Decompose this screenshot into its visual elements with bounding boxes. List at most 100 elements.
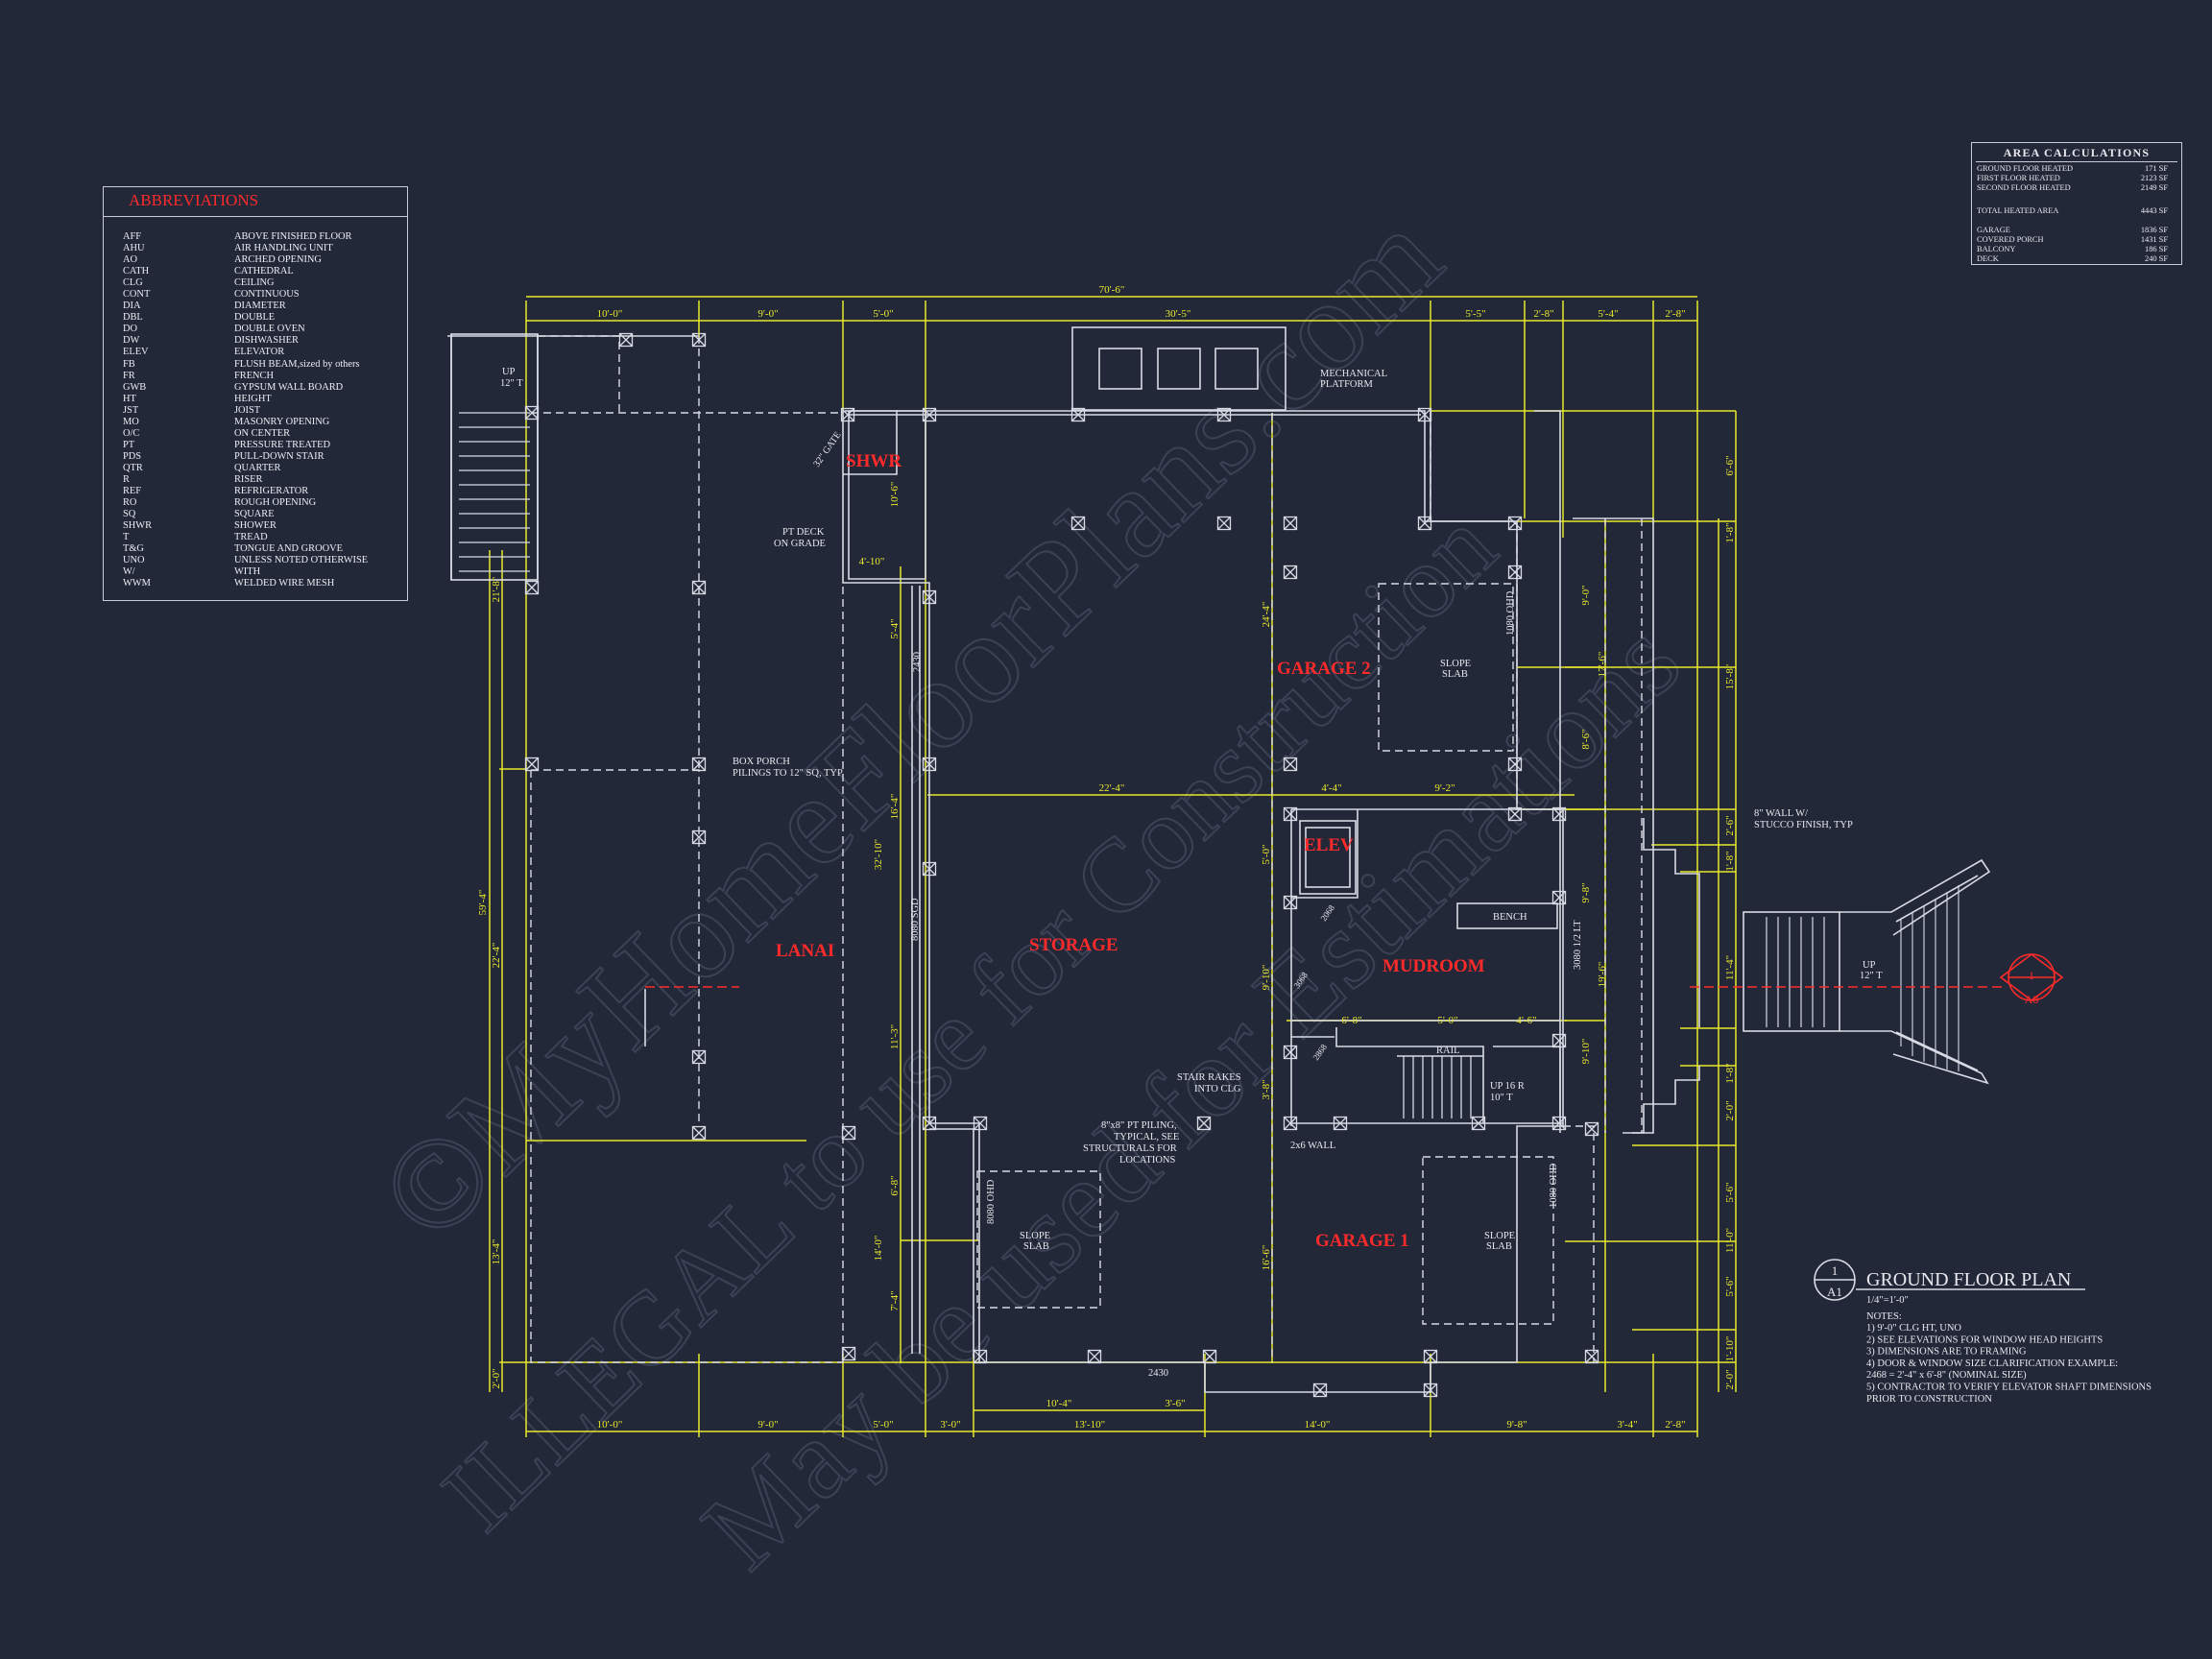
dimension-label: 1'-8"	[1724, 1063, 1736, 1083]
abbreviation-meaning: WITH	[234, 566, 261, 578]
abbreviation-code: QTR	[123, 462, 143, 473]
plan-note: 5) CONTRACTOR TO VERIFY ELEVATOR SHAFT D…	[1866, 1382, 2152, 1393]
abbreviation-code: PDS	[123, 450, 142, 462]
abbreviation-meaning: DIAMETER	[234, 301, 286, 312]
piling-symbol	[691, 1049, 707, 1065]
abbreviation-code: AFF	[123, 231, 142, 242]
plan-note: 2468 = 2'-4" x 6'-8" (NOMINAL SIZE)	[1866, 1370, 2027, 1381]
abbreviation-meaning: DOUBLE OVEN	[234, 324, 305, 335]
label-piling-1: 8"x8" PT PILING,	[1101, 1120, 1177, 1131]
abbreviation-row: DIA DIAMETER	[123, 301, 368, 312]
plan-title-block: 1 A1 GROUND FLOOR PLAN 1/4"=1'-0" NOTES:…	[1827, 1263, 2152, 1405]
abbreviation-code: FB	[123, 358, 135, 370]
abbreviation-meaning: RISER	[234, 473, 263, 485]
plan-scale: 1/4"=1'-0"	[1866, 1295, 1909, 1306]
label-slope-storage: SLOPE	[1020, 1231, 1050, 1241]
dimension-label: 22'-4"	[1099, 782, 1125, 794]
piling-symbol	[1551, 890, 1567, 905]
dimension-label: 5'-6"	[1724, 1276, 1736, 1296]
piling-symbol	[840, 407, 855, 422]
area-label: TOTAL HEATED AREA	[1977, 206, 2059, 215]
piling-symbol	[1507, 806, 1523, 822]
dimension-label: 14'-0"	[873, 1236, 884, 1262]
piling-symbol	[691, 830, 707, 845]
storage-slab	[976, 1170, 1101, 1309]
piling-symbol	[1333, 1116, 1348, 1131]
abbreviation-code: UNO	[123, 555, 145, 566]
dimension-label: 3'-6"	[1165, 1398, 1185, 1409]
label-pt-deck: PT DECK	[782, 527, 825, 538]
side-entry-stair	[1743, 911, 1840, 1032]
label-slab-g2: SLAB	[1442, 669, 1468, 680]
room-label-garage1: GARAGE 1	[1315, 1231, 1409, 1251]
label-into-clg: INTO CLG	[1194, 1084, 1241, 1094]
area-calculations-divider	[1976, 161, 2177, 162]
room-label-elev: ELEV	[1304, 835, 1354, 855]
dimension-label: 1'-8"	[1724, 522, 1736, 542]
abbreviation-code: ELEV	[123, 347, 149, 358]
abbreviation-code: SQ	[123, 509, 136, 520]
abbreviation-meaning: ROUGH OPENING	[234, 497, 317, 509]
piling-symbol	[1417, 516, 1432, 531]
abbreviation-meaning: WELDED WIRE MESH	[234, 578, 335, 589]
piling-symbol	[841, 1346, 856, 1361]
dimension-label: 5'-4"	[1598, 308, 1618, 320]
abbreviation-meaning: HEIGHT	[234, 393, 272, 404]
pilings	[524, 332, 1599, 1398]
dimension-label: 11'-3"	[889, 1024, 901, 1049]
dimension-label: 6'-6"	[1724, 455, 1736, 475]
piling-symbol	[691, 332, 707, 348]
abbreviation-row: DO DOUBLE OVEN	[123, 324, 368, 335]
label-stair-rakes: STAIR RAKES	[1177, 1072, 1241, 1083]
dimension-label: 11'-0"	[1724, 1228, 1736, 1253]
piling-symbol	[973, 1116, 988, 1131]
abbreviation-code: FR	[123, 370, 135, 381]
area-label: FIRST FLOOR HEATED	[1977, 174, 2060, 182]
label-box-porch: BOX PORCH	[733, 757, 790, 767]
room-label-lanai: LANAI	[776, 941, 834, 961]
label-slope-g2: SLOPE	[1440, 659, 1471, 669]
area-label: SECOND FLOOR HEATED	[1977, 183, 2071, 192]
abbreviation-code: T	[123, 532, 130, 543]
dimension-label: 9'-0"	[1580, 585, 1592, 605]
dimension-label: 9'-2"	[1434, 782, 1455, 794]
label-tread-west: 12" T	[500, 378, 523, 389]
dimension-label: 2'-8"	[1665, 308, 1685, 320]
dimension-label: 30'-5"	[1166, 308, 1191, 320]
dimension-label: 7'-4"	[889, 1290, 901, 1310]
piling-symbol	[1551, 1116, 1567, 1131]
dimension-label: 10'-0"	[597, 1419, 623, 1431]
garage2-slab	[1378, 583, 1514, 752]
dimension-label: 24'-4"	[1261, 602, 1272, 628]
entry-stair-landing	[450, 333, 539, 581]
piling-symbol	[922, 757, 937, 772]
abbreviation-code: DIA	[123, 301, 141, 312]
dimension-label: 11'-4"	[1724, 955, 1736, 980]
piling-symbol	[1584, 1349, 1599, 1364]
abbreviation-meaning: JOIST	[234, 404, 261, 416]
label-up-west: UP	[502, 367, 516, 377]
piling-symbol	[922, 407, 937, 422]
abbreviation-code: WWM	[123, 578, 151, 589]
dimension-label: 21'-8"	[491, 577, 502, 603]
watermark: ©MyHomeFloorPlans.com ILLEGAL to use for…	[351, 183, 1704, 1593]
elevator-shaft	[1299, 820, 1357, 895]
dimension-label: 5'-0"	[1261, 844, 1272, 864]
dimension-label: 16'-4"	[889, 794, 901, 820]
abbreviation-code: DW	[123, 335, 140, 347]
area-label: GROUND FLOOR HEATED	[1977, 164, 2074, 173]
abbreviation-meaning: ABOVE FINISHED FLOOR	[234, 231, 352, 242]
abbreviation-code: DO	[123, 324, 138, 335]
dimension-label: 6'-8"	[889, 1175, 901, 1195]
